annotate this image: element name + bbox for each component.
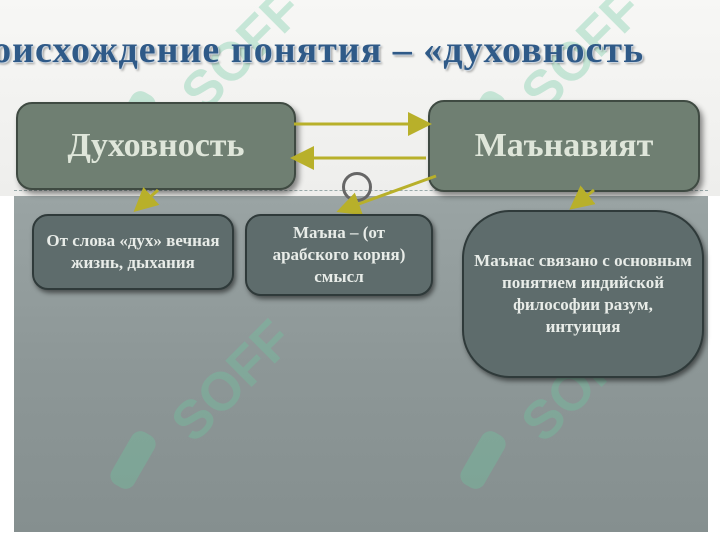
note-box-left: От слова «дух» вечная жизнь, дыхания [32, 214, 234, 290]
concept-label: Духовность [67, 127, 245, 164]
slide-title: роисхождение понятия – «духовность [0, 29, 645, 71]
note-text: Маъна – (от арабского корня) смысл [272, 223, 406, 286]
concept-label: Маънавият [474, 127, 654, 164]
circle-marker [342, 172, 372, 202]
note-text: От слова «дух» вечная жизнь, дыхания [46, 231, 220, 272]
concept-box-manaviyat: Маънавият [428, 100, 700, 192]
note-box-right: Маънас связано с основным понятием индий… [462, 210, 704, 378]
concept-box-dukhovnost: Духовность [16, 102, 296, 190]
note-box-middle: Маъна – (от арабского корня) смысл [245, 214, 433, 296]
note-text: Маънас связано с основным понятием индий… [474, 251, 692, 336]
